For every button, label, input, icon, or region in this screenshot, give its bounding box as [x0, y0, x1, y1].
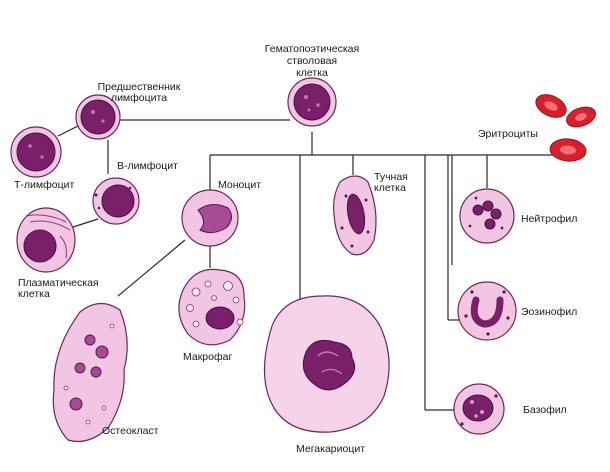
- megakaryocyte-label: Мегакариоцит: [296, 443, 365, 455]
- stem-cell-label-line-2: стволовая: [287, 55, 337, 67]
- macrophage-label: Макрофаг: [183, 351, 232, 363]
- erythrocytes-group: [535, 94, 596, 162]
- neutrophil-cell: [459, 188, 515, 244]
- macrophage-cell: [178, 268, 246, 346]
- neutrophil-label: Нейтрофил: [521, 213, 577, 225]
- stem-cell-label-line-1: Гематопоэтическая: [265, 43, 359, 55]
- mast-cell-label-line-1: Тучная: [374, 171, 408, 183]
- osteoclast-cell: [52, 302, 128, 443]
- plasma-cell: [16, 207, 76, 273]
- stem-cell: [287, 77, 337, 127]
- monocyte-cell: [181, 189, 239, 247]
- basophil-label: Базофил: [523, 404, 567, 416]
- mast-cell-label-line-2: клетка: [374, 182, 406, 194]
- plasma-cell-label-line-1: Плазматическая: [18, 277, 99, 289]
- cell-labels: Гематопоэтическая стволовая клетка Предш…: [14, 43, 577, 455]
- monocyte-label: Моноцит: [218, 179, 261, 191]
- stem-cell-label-line-3: клетка: [296, 67, 328, 79]
- megakaryocyte-cell: [263, 295, 390, 433]
- lymphoid-precursor-label-line-2: лимфоцита: [111, 92, 167, 104]
- mast-cell: [333, 175, 377, 256]
- lymphoid-precursor-cell: [75, 94, 121, 140]
- t-lymphocyte-cell: [10, 126, 62, 178]
- lineage-connectors: [57, 119, 560, 411]
- basophil-cell: [453, 383, 505, 435]
- lymphoid-precursor-label-line-1: Предшественник: [98, 81, 181, 93]
- b-lymphocyte-label: В-лимфоцит: [117, 160, 178, 172]
- t-lymphocyte-label: Т-лимфоцит: [14, 179, 74, 191]
- osteoclast-label: Остеокласт: [102, 425, 159, 437]
- erythrocytes-label: Эритроциты: [478, 128, 538, 140]
- eosinophil-label: Эозинофил: [521, 306, 577, 318]
- plasma-cell-label-line-2: клетка: [18, 288, 50, 300]
- b-lymphocyte-cell: [92, 177, 140, 225]
- eosinophil-cell: [457, 281, 517, 341]
